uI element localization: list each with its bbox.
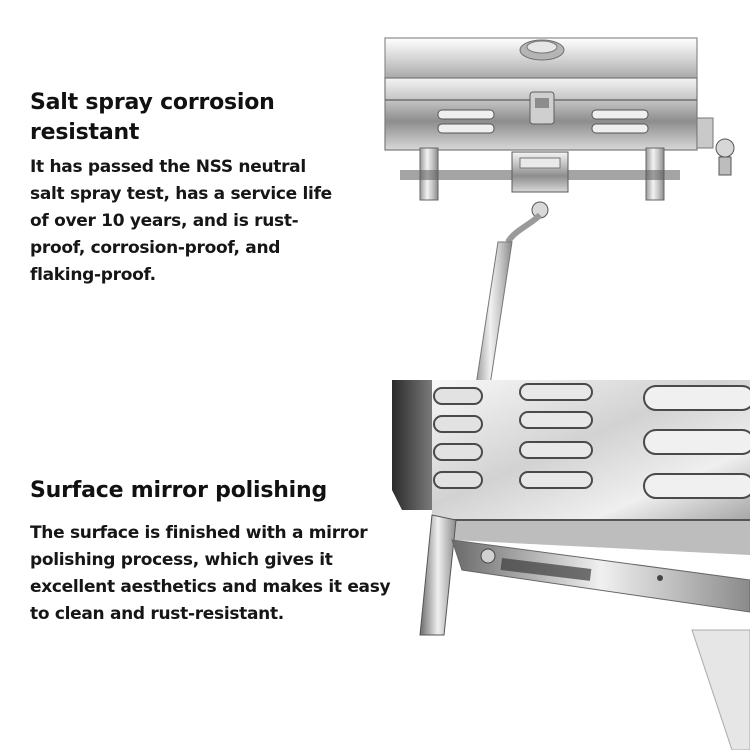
feature-title: Surface mirror polishing xyxy=(30,478,328,503)
feature-title: Salt spray corrosion resistant xyxy=(30,90,275,145)
feature-salt-spray: Salt spray corrosion resistant It has pa… xyxy=(30,88,340,289)
feature-mirror-polishing: Surface mirror polishing The surface is … xyxy=(30,476,400,628)
feature-description: It has passed the NSS neutral salt spray… xyxy=(30,157,332,285)
grill-product-image xyxy=(384,37,735,386)
feature-description: The surface is finished with a mirror po… xyxy=(30,523,391,624)
polished-surface-closeup-image xyxy=(392,380,750,750)
